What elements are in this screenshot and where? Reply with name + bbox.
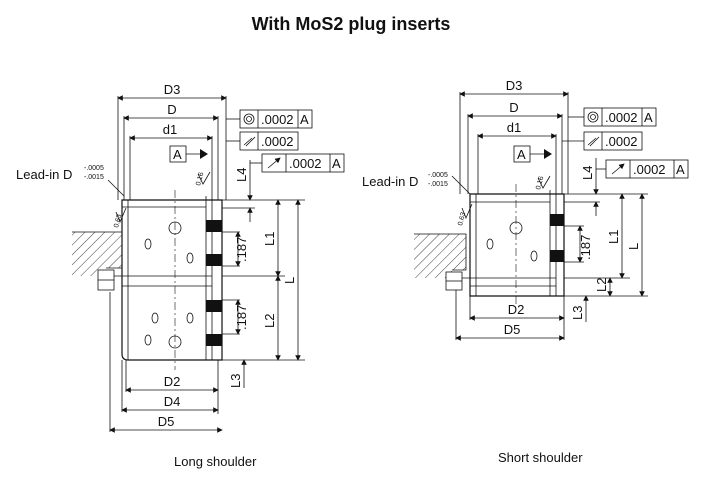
short-concentricity-value: .0002 — [605, 110, 638, 125]
page-title: With MoS2 plug inserts — [251, 14, 451, 34]
long-lead-in-label: Lead-in D — [16, 167, 72, 182]
short-concentricity-datum: A — [644, 110, 653, 125]
long-L2-label: L2 — [262, 314, 277, 328]
short-L3-label: L3 — [570, 306, 585, 320]
short-lead-in-upper: -.0005 — [428, 172, 448, 179]
long-D2-label: D2 — [164, 374, 181, 389]
short-shoulder-drawing: D3 D d1 D2 D5 L4 L1 L2 L L3 .187 0.63 0.… — [362, 78, 689, 341]
short-L1-label: L1 — [606, 230, 621, 244]
short-runout-datum: A — [676, 162, 685, 177]
long-bushing-outline — [121, 199, 223, 361]
long-d1-label: d1 — [163, 122, 177, 137]
short-ra063-label: 0.63 — [457, 211, 467, 226]
long-lead-in-lower: -.0015 — [84, 174, 104, 181]
long-187-upper-label: .187 — [234, 237, 249, 262]
long-D4-label: D4 — [164, 394, 181, 409]
short-187-label: .187 — [578, 235, 593, 260]
long-runout-datum: A — [332, 156, 341, 171]
short-L2-label: L2 — [594, 278, 609, 292]
long-ra063-label: 0.63 — [113, 213, 123, 228]
caption-short-shoulder: Short shoulder — [498, 450, 583, 465]
long-187-lower-label: .187 — [234, 305, 249, 330]
short-datum-label: A — [517, 147, 526, 162]
short-runout-value: .0002 — [633, 162, 666, 177]
short-L-label: L — [626, 243, 641, 250]
short-lead-in-lower: -.0015 — [428, 181, 448, 188]
housing-hatch — [72, 232, 122, 276]
long-L1-label: L1 — [262, 232, 277, 246]
caption-long-shoulder: Long shoulder — [174, 454, 257, 469]
long-datum-label: A — [173, 147, 182, 162]
long-lead-in-upper: -.0005 — [84, 165, 104, 172]
long-cylindricity-value: .0002 — [261, 134, 294, 149]
short-ra016-label: 0.16 — [535, 175, 545, 190]
long-concentricity-value: .0002 — [261, 112, 294, 127]
short-D5-label: D5 — [504, 322, 521, 337]
short-D-label: D — [509, 100, 518, 115]
long-L4-label: L4 — [234, 168, 249, 182]
long-D3-label: D3 — [164, 82, 181, 97]
short-L4-label: L4 — [580, 166, 595, 180]
long-D5-label: D5 — [158, 414, 175, 429]
long-D-label: D — [167, 102, 176, 117]
short-D3-label: D3 — [506, 78, 523, 93]
long-ra016-label: 0.16 — [195, 171, 205, 186]
short-d1-label: d1 — [507, 120, 521, 135]
short-lead-in-label: Lead-in D — [362, 174, 418, 189]
short-cylindricity-value: .0002 — [605, 134, 638, 149]
long-L-label: L — [282, 277, 297, 284]
housing-hatch-short — [414, 234, 466, 278]
long-concentricity-datum: A — [300, 112, 309, 127]
long-L3-label: L3 — [228, 374, 243, 388]
short-D2-label: D2 — [508, 302, 525, 317]
long-runout-value: .0002 — [289, 156, 322, 171]
long-shoulder-drawing: D3 D d1 D2 D4 D5 L4 L1 L2 L L3 .187 .187… — [16, 82, 345, 433]
